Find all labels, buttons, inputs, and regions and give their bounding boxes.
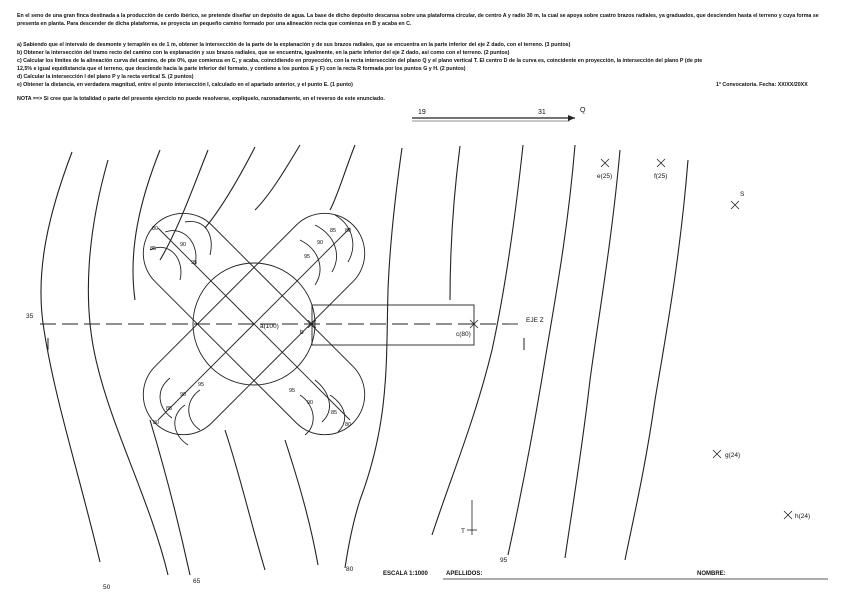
problem-items: a) Sabiendo que el intervalo de desmonte…	[17, 41, 832, 89]
contour-line	[87, 159, 169, 576]
arm-label: 95	[289, 388, 295, 394]
cross-b-icon	[307, 319, 317, 329]
contour-line	[507, 144, 576, 556]
arm-grading	[149, 221, 212, 281]
label-eje: EJE Z	[526, 317, 544, 324]
contour-line	[159, 149, 209, 261]
cross-g-icon	[712, 449, 722, 459]
nota: NOTA ==> Si cree que la totalidad o part…	[17, 96, 385, 102]
item-c: c) Calcular los límites de la alineación…	[17, 58, 703, 64]
contour-line	[624, 159, 689, 561]
label-f: f(25)	[654, 173, 667, 180]
item-b: b) Obtener la intersección del tramo rec…	[17, 50, 510, 56]
arm-level-labels: 80 85 90 95 85 80 90 95 95 90 85 80 95 9…	[150, 226, 351, 428]
scale-q: 19 31 Q	[412, 107, 586, 122]
apellidos-label: APELLIDOS:	[446, 571, 483, 577]
path-corridor	[311, 304, 475, 346]
contour-line	[344, 147, 403, 569]
arm-label: 95	[191, 260, 197, 266]
contour-labels: 35 50 65 80 95	[26, 313, 508, 591]
label-e: e(25)	[597, 173, 612, 180]
contour-line	[254, 144, 301, 211]
arm-axis	[157, 323, 255, 421]
point-labels: e(25) f(25) S g(24) h(24) a(100) b c(80)…	[260, 173, 810, 535]
arm-label: 85	[166, 406, 172, 412]
cross-e-icon	[600, 158, 610, 168]
arm-label: 90	[307, 400, 313, 406]
arm-axis	[253, 323, 351, 421]
scale-q-name: Q	[580, 107, 586, 114]
arm-grading	[159, 377, 201, 446]
arm-label: 85	[150, 246, 156, 252]
contour-line	[40, 151, 101, 563]
arm-label: 80	[152, 226, 158, 232]
contour-65: 65	[193, 578, 201, 585]
arm-label: 80	[345, 228, 351, 234]
point-markers	[307, 158, 793, 535]
label-s: S	[740, 191, 745, 198]
arm-label: 90	[317, 240, 323, 246]
item-d: d) Calcular la intersección l del plano …	[17, 74, 194, 80]
arm-axis	[253, 227, 351, 325]
label-c: c(80)	[456, 331, 471, 338]
contour-line	[132, 149, 161, 301]
cross-c-icon	[469, 319, 479, 329]
item-c-cont: 12,5% e igual equidistancia que el terre…	[17, 66, 466, 72]
contour-line	[284, 439, 319, 566]
escala: ESCALA 1:1000	[383, 571, 428, 577]
contour-line	[564, 149, 621, 559]
arm-label: 90	[180, 392, 186, 398]
arm-label: 85	[331, 410, 337, 416]
contour-line	[149, 419, 191, 576]
label-t: T	[461, 528, 465, 535]
label-g: g(24)	[725, 452, 740, 459]
arm-label: 85	[330, 228, 336, 234]
problem-intro: En el seno de una gran finca destinada a…	[17, 13, 819, 27]
item-a: a) Sabiendo que el intervalo de desmonte…	[17, 42, 571, 48]
contour-35: 35	[26, 313, 34, 320]
arm-label: 95	[198, 382, 204, 388]
contour-80: 80	[346, 566, 354, 573]
arm-grading	[299, 214, 354, 286]
label-b: b	[300, 329, 304, 336]
terrain-contours	[40, 144, 689, 576]
contour-line	[449, 145, 461, 301]
arm-grading	[299, 379, 346, 436]
scale-q-right: 31	[538, 109, 546, 116]
arm-label: 80	[345, 422, 351, 428]
nombre-label: NOMBRE:	[697, 571, 726, 577]
arm-label: 90	[180, 242, 186, 248]
convocatoria: 1ª Convocatoria. Fecha: XX/XX/20XX	[716, 82, 808, 88]
platform-and-arms	[142, 212, 475, 446]
label-h: h(24)	[795, 513, 810, 520]
cross-h-icon	[783, 510, 793, 520]
scale-q-left: 19	[418, 109, 426, 116]
item-e: e) Obtener la distancia, en verdadera ma…	[17, 82, 353, 88]
contour-line	[204, 146, 256, 229]
contour-line	[431, 144, 524, 536]
contour-50: 50	[103, 584, 111, 591]
label-a: a(100)	[260, 323, 279, 330]
contour-line	[329, 144, 356, 211]
cross-f-icon	[656, 158, 666, 168]
contour-95: 95	[500, 557, 508, 564]
arm-label: 95	[304, 254, 310, 260]
cross-s-icon	[730, 200, 740, 210]
contour-line	[224, 429, 266, 571]
arm-label: 80	[153, 420, 159, 426]
arm-axis	[157, 227, 255, 325]
